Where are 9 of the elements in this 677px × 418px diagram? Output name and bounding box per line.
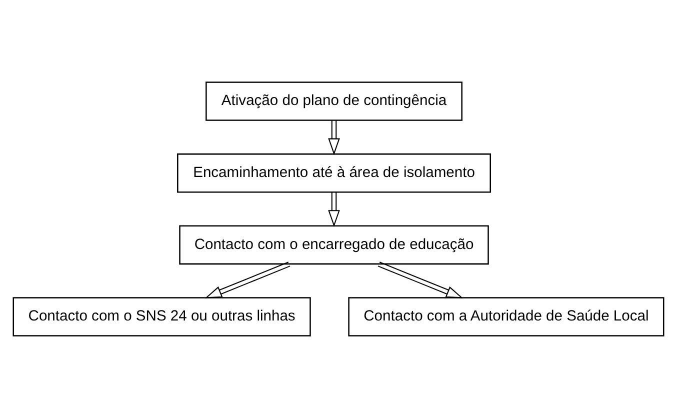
arrow	[378, 262, 464, 298]
arrow	[204, 262, 290, 298]
node-box: Encaminhamento até à área de isolamento	[177, 153, 491, 193]
arrow	[328, 120, 340, 156]
arrow	[328, 192, 340, 228]
node-box: Ativação do plano de contingência	[206, 82, 462, 121]
node-box: Contacto com o encarregado de educação	[179, 225, 489, 265]
node-box: Contacto com a Autoridade de Saúde Local	[348, 297, 664, 336]
node-box: Contacto com o SNS 24 ou outras linhas	[12, 297, 311, 336]
